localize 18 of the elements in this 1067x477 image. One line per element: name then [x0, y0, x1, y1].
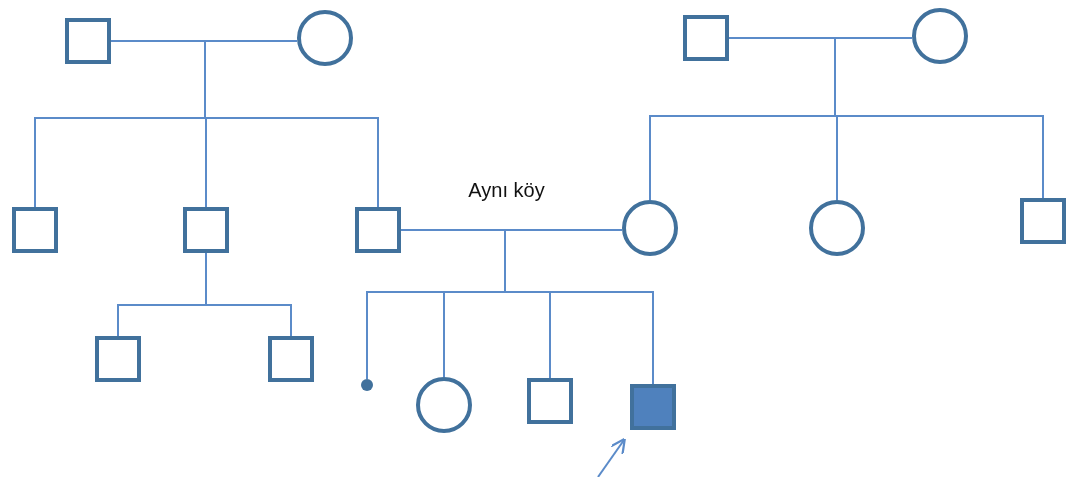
male-square: [355, 207, 401, 253]
female-circle: [809, 200, 865, 256]
male-square: [183, 207, 229, 253]
female-circle: [622, 200, 678, 256]
male-square: [95, 336, 141, 382]
male-square: [527, 378, 573, 424]
pedigree-line: [205, 252, 292, 337]
female-circle: [912, 8, 968, 64]
female-circle: [297, 10, 353, 66]
female-circle: [416, 377, 472, 433]
male-square: [268, 336, 314, 382]
male-square: [65, 18, 111, 64]
male-square: [683, 15, 729, 61]
male-square: [12, 207, 58, 253]
small-dot: [361, 379, 373, 391]
male-square: [1020, 198, 1066, 244]
affected-male-square: [630, 384, 676, 430]
pointer-arrow: [597, 437, 626, 477]
